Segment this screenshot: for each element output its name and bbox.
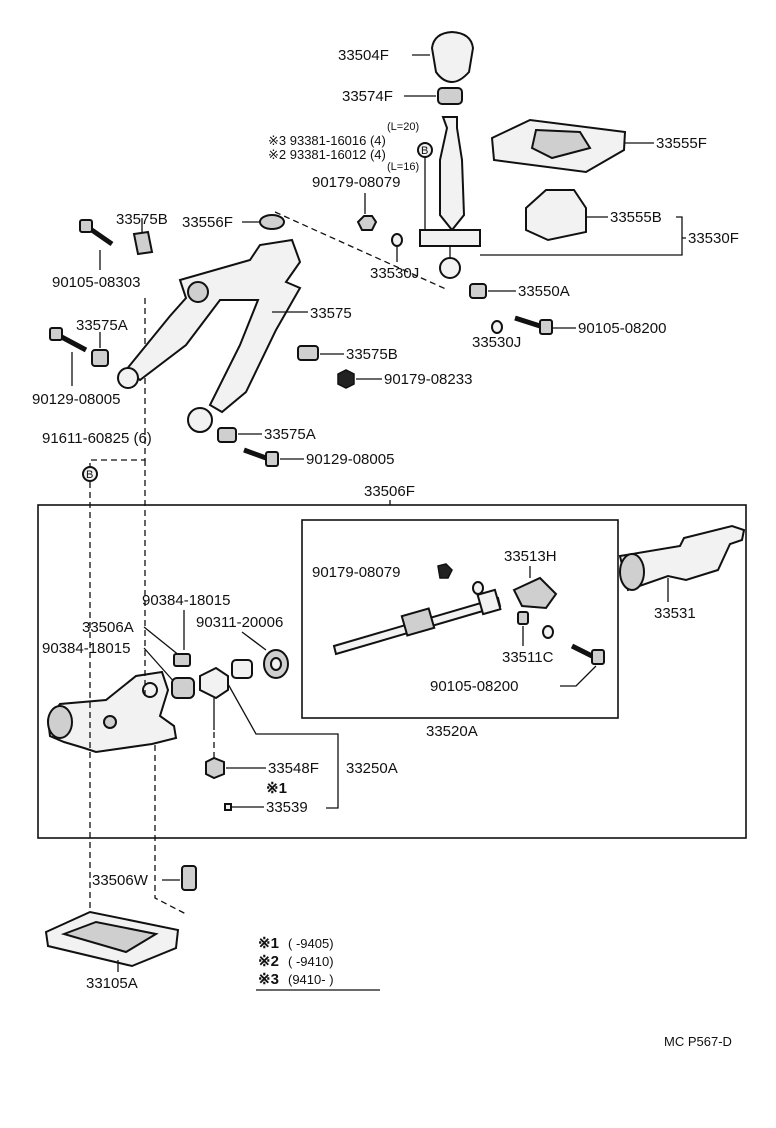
label-33555B: 33555B xyxy=(610,209,662,226)
label-33520A: 33520A xyxy=(426,723,478,740)
knob-bushing xyxy=(404,87,463,105)
collar-33575A-lower xyxy=(217,427,262,443)
bushing-33550A xyxy=(469,283,516,299)
lever-housing-33575 xyxy=(117,238,308,433)
leader-90311-20006 xyxy=(241,631,267,651)
legend-table: ※1 ( -9405) ※2 ( -9410) ※3 (9410- ) xyxy=(256,935,380,991)
shift-knob xyxy=(412,30,475,84)
label-91611-60825: 91611-60825 (6) xyxy=(42,430,152,447)
label-33548F: 33548F xyxy=(268,760,319,777)
cover-plate-33105A xyxy=(44,910,180,972)
label-90384-18015-upper: 90384-18015 xyxy=(142,592,230,609)
seat-33556F xyxy=(242,214,285,230)
label-33513H: 33513H xyxy=(504,548,557,565)
label-33575: 33575 xyxy=(310,305,352,322)
bolt-90105-08200-upper xyxy=(514,315,576,335)
assembly-box-33520A xyxy=(301,519,619,719)
label-90105-08200-upper: 90105-08200 xyxy=(578,320,666,337)
label-90384-18015-lower: 90384-18015 xyxy=(42,640,130,657)
label-90129-08005-upper: 90129-08005 xyxy=(32,391,120,408)
lever-33250A xyxy=(199,666,229,730)
label-33250A: 33250A xyxy=(346,760,398,777)
label-90179-08079-lower: 90179-08079 xyxy=(312,564,400,581)
label-33530F: 33530F xyxy=(688,230,739,247)
bushing-90311 xyxy=(263,649,289,679)
legend-mark-3: ※3 xyxy=(258,971,279,988)
label-90179-08233: 90179-08233 xyxy=(384,371,472,388)
b-mark-upper: B xyxy=(417,142,433,230)
collar-33575B-upper xyxy=(132,218,154,256)
label-90311-20006: 90311-20006 xyxy=(196,614,283,631)
label-93381-16016: ※3 93381-16016 (4) xyxy=(268,133,386,148)
b-mark-lower: B xyxy=(82,466,98,482)
align-line-2 xyxy=(89,298,146,480)
collar-small xyxy=(231,659,253,679)
shift-boot xyxy=(525,189,608,242)
label-33575A-upper: 33575A xyxy=(76,317,128,334)
label-33575B-lower: 33575B xyxy=(346,346,398,363)
label-90179-08079-upper: 90179-08079 xyxy=(312,174,400,191)
label-33539: 33539 xyxy=(266,799,308,816)
label-33506F: 33506F xyxy=(364,483,415,500)
o-ring-33530J-upper xyxy=(391,233,403,262)
bolt-small xyxy=(173,653,191,667)
label-33575B-upper: 33575B xyxy=(116,211,168,228)
label-90105-08303: 90105-08303 xyxy=(52,274,140,291)
shift-housing-33506A xyxy=(46,670,178,754)
legend-mark-2: ※2 xyxy=(258,953,279,970)
collar-33575A-upper xyxy=(91,332,109,367)
legend-range-2: ( -9410) xyxy=(288,954,334,969)
label-33105A: 33105A xyxy=(86,975,138,992)
leader-33250A-frame xyxy=(227,683,339,809)
label-33531: 33531 xyxy=(654,605,696,622)
label-note-1: ※1 xyxy=(266,780,287,797)
label-33504F: 33504F xyxy=(338,47,389,64)
align-line-1 xyxy=(274,211,449,291)
breather-plug-33506W xyxy=(162,865,197,891)
pin-33539 xyxy=(224,803,264,811)
label-33506A: 33506A xyxy=(82,619,134,636)
nut-90179-08233 xyxy=(337,369,382,389)
shift-lever xyxy=(419,116,481,279)
shift-rod-housing-33531 xyxy=(618,524,746,602)
label-l20: (L=20) xyxy=(387,121,419,133)
collar-33575B-lower xyxy=(297,345,344,361)
bolt-90105-08200-lower xyxy=(560,643,605,687)
assembly-box-33506F xyxy=(37,504,747,839)
align-line-6 xyxy=(154,745,187,915)
label-93381-16012: ※2 93381-16012 (4) xyxy=(268,147,386,162)
legend-range-1: ( -9405) xyxy=(288,936,334,951)
shift-rod xyxy=(332,566,558,656)
label-33550A: 33550A xyxy=(518,283,570,300)
svg-text:B: B xyxy=(421,145,428,157)
nut-lower xyxy=(437,563,453,579)
footer-code: MC P567-D xyxy=(664,1034,732,1049)
legend-range-3: (9410- ) xyxy=(288,972,334,987)
label-33506W: 33506W xyxy=(92,872,149,889)
nut-upper xyxy=(356,193,378,231)
label-33575A-lower: 33575A xyxy=(264,426,316,443)
label-90129-08005-lower: 90129-08005 xyxy=(306,451,394,468)
label-33556F: 33556F xyxy=(182,214,233,231)
leader-33506A xyxy=(143,626,181,657)
boot-retainer xyxy=(490,118,654,174)
label-33530J-lower: 33530J xyxy=(472,334,521,351)
label-33555F: 33555F xyxy=(656,135,707,152)
o-ring-33530J-lower xyxy=(491,320,503,334)
bolt-90129-08005-lower xyxy=(243,447,304,467)
svg-text:B: B xyxy=(86,469,93,481)
label-33574F: 33574F xyxy=(342,88,393,105)
legend-mark-1: ※1 xyxy=(258,935,279,952)
bracket-33530F xyxy=(676,216,686,256)
nut-33548F xyxy=(205,756,266,780)
bushing-90384 xyxy=(171,677,195,699)
bolt-90105-08303 xyxy=(79,219,114,270)
leader-90384-18015-lower xyxy=(143,647,177,685)
label-33530J-upper: 33530J xyxy=(370,265,419,282)
bolt-90129-08005-upper xyxy=(49,327,88,386)
label-l16: (L=16) xyxy=(387,161,419,173)
label-33511C: 33511C xyxy=(502,649,554,666)
label-90105-08200-lower: 90105-08200 xyxy=(430,678,518,695)
